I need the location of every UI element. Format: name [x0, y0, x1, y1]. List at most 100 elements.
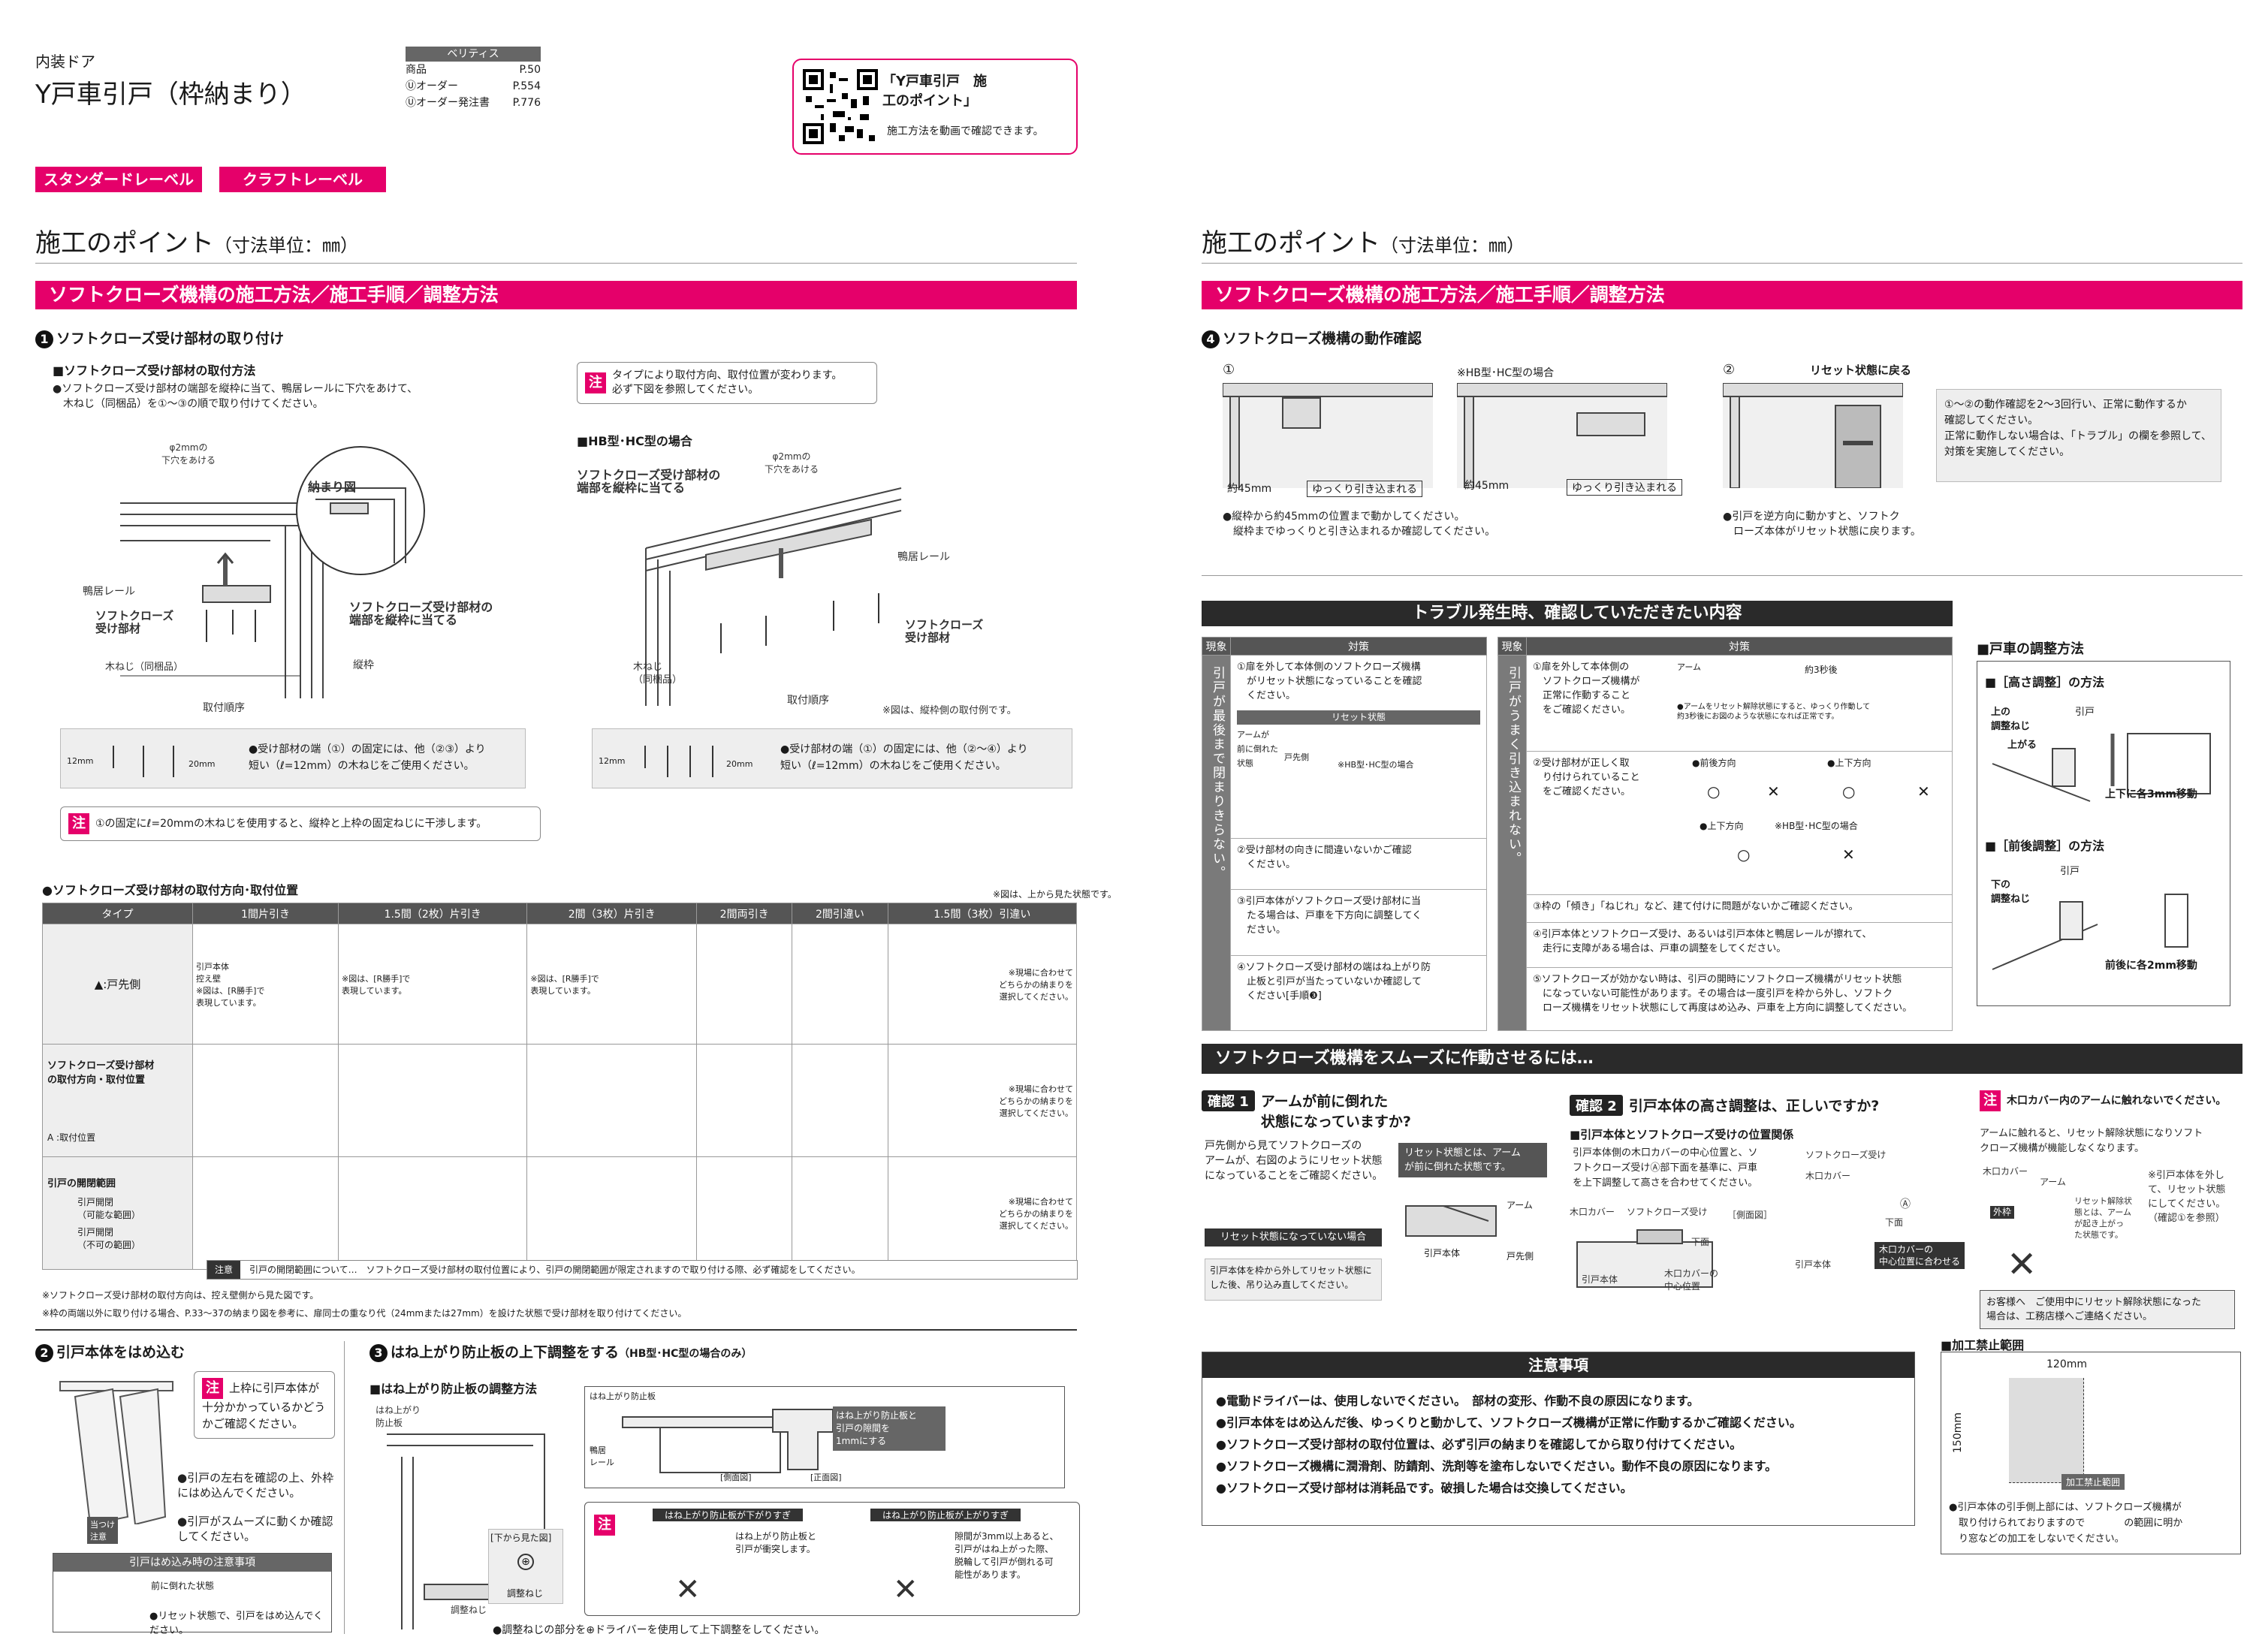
step2-caution: 注上枠に引戸本体が十分かかっているかどうかご確認ください。	[194, 1371, 335, 1439]
step4-p1: ①	[1223, 362, 1235, 378]
step4-d45a: 約45mm	[1227, 483, 1272, 495]
left-title-rule	[35, 263, 1077, 264]
step1-label-order: 取付順序	[203, 702, 245, 714]
step4-diagram-1	[1223, 383, 1433, 488]
step3-gap-text: はね上がり防止板と 引戸の隙間を 1mmにする	[833, 1406, 946, 1451]
note-item: ●ソフトクローズ受け部材の取付位置は、必ず引戸の納まりを確認してから取り付けてく…	[1216, 1437, 1742, 1452]
step1-label-osamari: 納まり図	[308, 480, 357, 494]
kinshi-label: 加工禁止範囲	[2061, 1474, 2125, 1490]
check1-tosaki: 戸先側	[1507, 1251, 1534, 1262]
table-caution: 注意引戸の開閉範囲について… ソフトクローズ受け部材の取付位置により、引戸の開閉…	[207, 1260, 1078, 1280]
step1-screw-box: 12mm 20mm ●受け部材の端（①）の固定には、他（②③）より 短い（ℓ=1…	[60, 728, 526, 788]
trouble-bar: トラブル発生時、確認していただきたい内容	[1202, 601, 1953, 626]
cross-mark-icon: ✕	[893, 1572, 918, 1607]
kinshi-box: 120mm 150mm 加工禁止範囲 ●引戸本体の引手側上部には、ソフトクローズ…	[1941, 1352, 2241, 1554]
step3-plate-label: はね上がり 防止板	[376, 1405, 421, 1428]
hbhc-note: ※図は、縦枠側の取付例です。	[882, 705, 1017, 716]
adjust-d-range: 前後に各2mm移動	[2105, 960, 2197, 972]
step2-warn-text: ●リセット状態で、引戸をはめ込んでください。	[149, 1611, 324, 1636]
step4-reset: リセット状態に戻る	[1810, 363, 1912, 377]
caution-icon: 注	[68, 813, 89, 834]
kinshi-h: 150mm	[1952, 1412, 1964, 1453]
cross-ng-icon: ✕	[1767, 782, 1780, 800]
row3-cell	[526, 1156, 697, 1270]
adjust-h-screw: 上の 調整ねじ	[1991, 707, 2031, 732]
step4-d45b: 約45mm	[1464, 480, 1510, 492]
qr-code-icon[interactable]	[803, 69, 878, 144]
check2-body2: 引戸本体	[1795, 1259, 1832, 1270]
step3-front-diagram	[772, 1409, 834, 1470]
step1-sub: ■ソフトクローズ受け部材の取付方法	[53, 363, 256, 378]
step3-high-text: 隙間が3mm以上あると、 引戸がはね上がった際、 脱輪して引戸が倒れる可 能性が…	[955, 1531, 1059, 1580]
dim-20-left: 20mm	[189, 759, 216, 769]
table-title: ●ソフトクローズ受け部材の取付方向･取付位置	[42, 883, 299, 897]
adjust-h-up: 上がる	[2007, 740, 2037, 751]
step3-low-bar: はね上がり防止板が下がりすぎ	[653, 1509, 803, 1521]
trouble-b3: ③枠の「傾き」「ねじれ」など、建て付けに問題がないかご確認ください。	[1526, 894, 1953, 923]
step3-side-diagram	[622, 1416, 804, 1473]
row3-label: 引戸の開閉範囲引戸開閉 （可能な範囲）引戸開閉 （不可の範囲）	[42, 1156, 193, 1270]
step3-screw2: 調整ねじ	[507, 1588, 544, 1599]
table-header: 2間引違い	[792, 903, 888, 924]
adjust-box: ■［高さ調整］の方法 上の 調整ねじ 引戸 上がる 上下に各3mm移動 ■［前後…	[1977, 661, 2230, 1006]
row2-cell: ※現場に合わせて どちらかの納まりを 選択してください。	[887, 1044, 1078, 1157]
qr-panel[interactable]: 「Y戸車引戸 施工のポイント」 施工方法を動画で確認できます。	[792, 59, 1078, 155]
row1-cell: ※図は、[R勝手]で 表現しています。	[337, 924, 528, 1045]
row3-cell	[192, 1156, 339, 1270]
dim-12-left: 12mm	[67, 756, 94, 766]
check2-bottom2: 下面	[1885, 1217, 1904, 1228]
step3-warn-box: 注 はね上がり防止板が下がりすぎ はね上がり防止板と 引戸が衝突します。 ✕ は…	[584, 1502, 1080, 1616]
left-page-title: 施工のポイント（寸法単位：㎜）	[35, 228, 358, 258]
hbhc-part: ソフトクローズ 受け部材	[905, 618, 984, 644]
qr-title: 「Y戸車引戸 施工のポイント」	[882, 74, 988, 109]
step1-diagram	[120, 446, 425, 698]
step4-diagram-2	[1723, 383, 1903, 488]
tab-standard-label[interactable]: スタンダードレーベル	[35, 167, 202, 192]
adjust-d-door: 引戸	[2060, 866, 2080, 877]
step3-bottom-label: [下から見た図]	[490, 1533, 552, 1543]
cross-ng-icon: ✕	[1842, 845, 1855, 864]
left-section-bar: ソフトクローズ機構の施工方法／施工手順／調整方法	[35, 281, 1077, 309]
step4-hbhc: ※HB型･HC型の場合	[1457, 367, 1555, 379]
step1-label-tatewaku: 縦枠	[353, 659, 374, 671]
adjust-h-range: 上下に各3mm移動	[2105, 788, 2197, 800]
right-page-title: 施工のポイント（寸法単位：㎜）	[1202, 228, 1525, 258]
cross-mark-icon: ✕	[2007, 1244, 2037, 1286]
caution-icon: 注	[1980, 1090, 2001, 1111]
trouble-a4: ④ソフトクローズ受け部材の端はね上がり防 止板と引戸が当たっていないか確認して …	[1230, 954, 1487, 1032]
adjust-screw-icon: ⊕	[517, 1554, 534, 1570]
step1-label-kamoi: 鴨居レール	[83, 586, 135, 598]
check2-sub: ■引戸本体とソフトクローズ受けの位置関係	[1570, 1128, 1794, 1141]
trouble-table-b: 現象対策 引戸がうまく引き込まれない。 ①扉を外して本体側の ソフトクローズ機構…	[1497, 637, 1953, 1031]
step-divider	[344, 1341, 345, 1634]
tab-craft-label[interactable]: クラフトレーベル	[219, 167, 386, 192]
check1-text: 戸先側から見てソフトクローズの アームが、右図のようにリセット状態 になっている…	[1205, 1140, 1383, 1182]
qr-desc: 施工方法を動画で確認できます。	[887, 125, 1044, 137]
check3-arm: アーム	[2040, 1177, 2066, 1187]
step4-slow-a: ゆっくり引き込まれる	[1307, 481, 1422, 497]
check2-kokuchi: 木口カバー	[1570, 1207, 1615, 1217]
step3-side-label: [側面図]	[720, 1473, 752, 1482]
check3-text: アームに触れると、リセット解除状態になりソフト クローズ機構が機能しなくなります…	[1980, 1128, 2203, 1154]
table-foot1: ※ソフトクローズ受け部材の取付方向は、控え壁側から見た図です。	[42, 1290, 319, 1301]
header-title: Y戸車引戸（枠納まり）	[35, 80, 306, 110]
check2-body: 引戸本体	[1582, 1274, 1618, 1285]
right-section-rule	[1202, 575, 2242, 576]
right-section-bar: ソフトクローズ機構の施工方法／施工手順／調整方法	[1202, 281, 2242, 309]
notes-bar: 注意事項	[1202, 1352, 1914, 1378]
note-item: ●電動ドライバーは、使用しないでください。 部材の変形、作動不良の原因になります…	[1216, 1394, 1700, 1408]
hbhc-order: 取付順序	[787, 695, 829, 707]
catalog-row-page: P.776	[512, 97, 541, 109]
check2-text: 引戸本体側の木口カバーの中心位置と、ソ フトクローズ受けⒶ部下面を基準に、戸車 …	[1573, 1147, 1758, 1189]
table-header: 1間片引き	[192, 903, 339, 924]
row3-cell: ※現場に合わせて どちらかの納まりを 選択してください。	[887, 1156, 1078, 1270]
caution-icon: 注	[202, 1378, 223, 1399]
step3-side-front-box: はね上がり防止板 鴨居 レール [側面図] [正面図] はね上がり防止板と 引戸…	[584, 1386, 1065, 1488]
cross-ng-icon: ✕	[1917, 782, 1930, 800]
adjust-depth: ■［前後調整］の方法	[1985, 839, 2105, 853]
step1-label-hole: φ2mmの 下穴をあける	[161, 442, 216, 466]
